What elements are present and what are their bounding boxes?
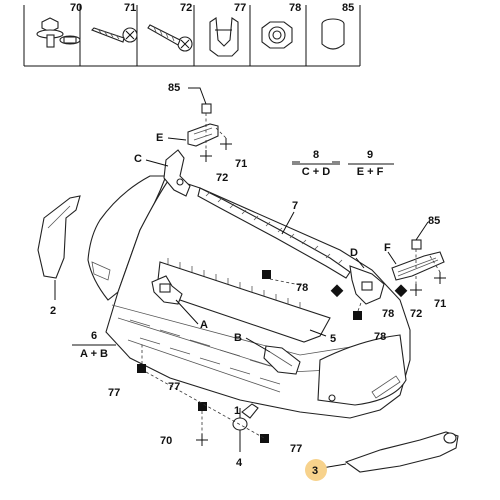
- callout-labels: 85 E 71 C 72 7 85 D F 78 78 78 72 71 2 A…: [50, 82, 446, 481]
- callout-78-b: 78: [382, 308, 394, 320]
- washer-nut-icon: [261, 21, 293, 49]
- callout-4: 4: [236, 457, 243, 469]
- marker-78-b: [330, 284, 344, 298]
- right-lower-trim: [344, 431, 459, 473]
- callout-c: C: [134, 153, 142, 165]
- group-8: 8 C + D: [292, 149, 340, 178]
- callout-f: F: [384, 242, 391, 254]
- callout-77-c: 77: [290, 443, 302, 455]
- callout-77-a: 77: [108, 387, 120, 399]
- group-9-letters: E + F: [357, 166, 384, 178]
- fastener-markers: [137, 103, 446, 446]
- callout-71-right: 71: [434, 298, 446, 310]
- tow-eye-cover: [241, 403, 259, 419]
- bolt-with-washer-icon: [36, 17, 81, 48]
- callout-71-left: 71: [235, 158, 247, 170]
- plus-70: [196, 434, 208, 446]
- callout-a: A: [200, 319, 208, 331]
- callout-78-c: 78: [374, 331, 386, 343]
- marker-85-right: [411, 239, 422, 250]
- screw-icon: [147, 24, 193, 52]
- callout-3: 3: [312, 465, 318, 477]
- table-ref-71: 71: [124, 2, 136, 14]
- callout-5: 5: [330, 333, 336, 345]
- callout-b: B: [234, 332, 242, 344]
- table-ref-72: 72: [180, 2, 192, 14]
- plus-72-right: [410, 284, 422, 296]
- fastener-table: 70 71 72 77 78 85: [23, 2, 361, 67]
- group-8-letters: C + D: [302, 166, 330, 178]
- dashed-leaders: [141, 113, 441, 439]
- plus-71-right: [434, 272, 446, 284]
- upper-bracket-strip: [197, 187, 351, 279]
- table-ref-70: 70: [70, 2, 82, 14]
- plug-icon: [321, 18, 345, 50]
- callout-85-top: 85: [168, 82, 180, 94]
- callout-78-a: 78: [296, 282, 308, 294]
- table-ref-78: 78: [289, 2, 301, 14]
- table-ref-85: 85: [342, 2, 354, 14]
- callout-7: 7: [292, 200, 298, 212]
- callout-85-right: 85: [428, 215, 440, 227]
- plus-72-left: [200, 150, 212, 162]
- marker-77-a: [137, 364, 146, 373]
- group-6: 6 A + B: [72, 330, 116, 360]
- group-9-number: 9: [367, 149, 373, 161]
- table-ref-77: 77: [234, 2, 246, 14]
- marker-78-a: [262, 270, 271, 279]
- callout-72-left: 72: [216, 172, 228, 184]
- callout-e: E: [156, 132, 163, 144]
- group-6-number: 6: [91, 330, 97, 342]
- bracket-f: [391, 251, 445, 281]
- callout-2: 2: [50, 305, 56, 317]
- bracket-a: [151, 275, 183, 305]
- group-9: 9 E + F: [348, 149, 394, 178]
- clip-icon: [209, 17, 239, 57]
- marker-77-c: [260, 434, 269, 443]
- marker-78-c: [353, 311, 362, 320]
- bracket-b: [263, 345, 301, 375]
- callout-72-right: 72: [410, 308, 422, 320]
- bracket-d: [349, 265, 385, 305]
- callout-d: D: [350, 247, 358, 259]
- group-8-number: 8: [313, 149, 319, 161]
- clip-1-part: [232, 417, 248, 431]
- left-end-cap: [37, 195, 81, 279]
- plus-71-left: [220, 138, 232, 150]
- marker-85-top: [201, 103, 212, 114]
- callout-leaders: [54, 87, 429, 469]
- screw-icon: [91, 27, 138, 43]
- callout-70: 70: [160, 435, 172, 447]
- marker-78-d: [394, 284, 408, 298]
- group-6-letters: A + B: [80, 348, 108, 360]
- bracket-c: [163, 149, 191, 197]
- bracket-e: [187, 123, 219, 147]
- callout-77-b: 77: [168, 381, 180, 393]
- marker-77-b: [198, 402, 207, 411]
- callout-1: 1: [234, 405, 240, 417]
- highlight-circle-3: [305, 459, 327, 481]
